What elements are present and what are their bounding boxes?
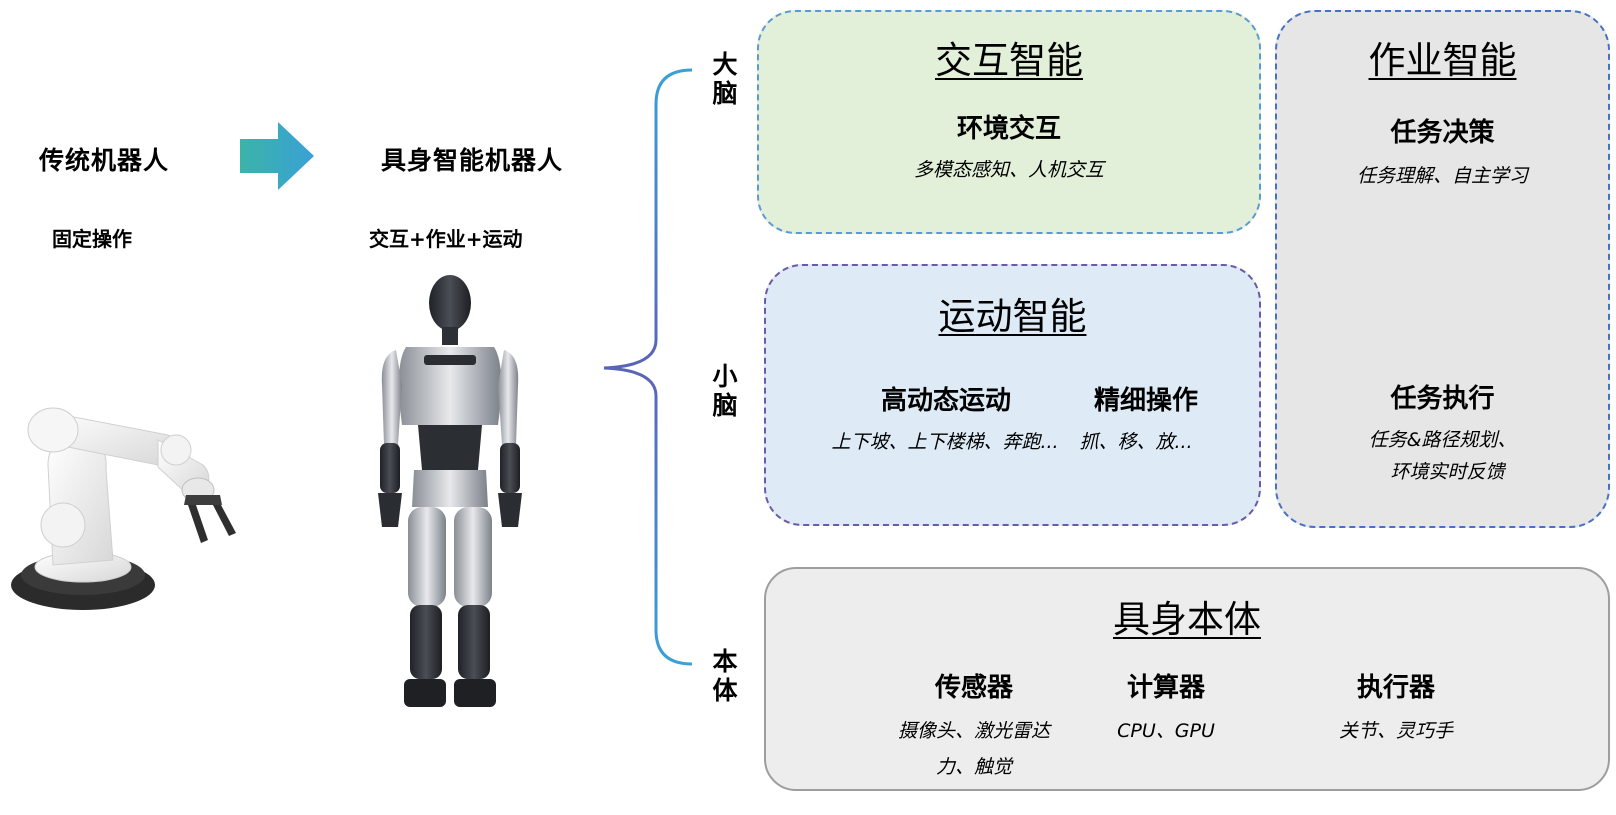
actuator-title: 执行器 xyxy=(1356,673,1435,703)
body-label: 本 体 xyxy=(712,647,738,705)
task-execution-desc-line1: 任务&路径规划、 xyxy=(1368,429,1517,451)
embodied-body-box: 具身本体 传感器 摄像头、激光雷达 力、触觉 计算器 CPU、GPU 执行器 关… xyxy=(764,567,1610,791)
interaction-intelligence-box: 交互智能 环境交互 多模态感知、人机交互 xyxy=(757,10,1261,234)
interaction-intelligence-title: 交互智能 xyxy=(935,39,1083,82)
high-dynamic-motion-title: 高动态运动 xyxy=(880,386,1011,416)
embodied-robot-title: 具身智能机器人 xyxy=(381,146,564,175)
task-execution-desc-line2: 环境实时反馈 xyxy=(1390,461,1505,483)
task-execution-desc: 任务&路径规划、 环境实时反馈 xyxy=(1277,424,1608,488)
motion-intelligence-box: 运动智能 高动态运动 上下坡、上下楼梯、奔跑... 精细操作 抓、移、放... xyxy=(764,264,1261,526)
sensor-desc: 摄像头、激光雷达 力、触觉 xyxy=(854,713,1094,785)
cerebellum-label: 小 脑 xyxy=(712,362,738,420)
task-execution-title: 任务执行 xyxy=(1390,384,1495,414)
transition-arrow-icon xyxy=(240,122,314,190)
embodied-robot-subtitle: 交互+作业+运动 xyxy=(369,227,523,251)
fine-manipulation-desc: 抓、移、放... xyxy=(1079,431,1193,453)
fine-manipulation-title: 精细操作 xyxy=(1093,386,1198,416)
embodied-body-title: 具身本体 xyxy=(1113,598,1261,641)
humanoid-robot-image xyxy=(378,275,522,707)
sensor-desc-line2: 力、触觉 xyxy=(935,756,1012,778)
environment-interaction-desc: 多模态感知、人机交互 xyxy=(913,159,1104,181)
industrial-robot-arm-image xyxy=(11,407,236,610)
environment-interaction-title: 环境交互 xyxy=(956,114,1061,144)
sensor-desc-line1: 摄像头、激光雷达 xyxy=(897,720,1050,742)
task-decision-desc: 任务理解、自主学习 xyxy=(1356,165,1528,187)
compute-desc: CPU、GPU xyxy=(1117,720,1215,742)
traditional-robot-subtitle: 固定操作 xyxy=(52,227,132,251)
task-decision-title: 任务决策 xyxy=(1390,118,1495,148)
high-dynamic-motion-desc: 上下坡、上下楼梯、奔跑... xyxy=(831,431,1059,453)
motion-intelligence-title: 运动智能 xyxy=(938,295,1087,338)
actuator-desc: 关节、灵巧手 xyxy=(1338,720,1453,742)
hierarchy-brace xyxy=(603,68,693,666)
brain-label: 大 脑 xyxy=(712,50,738,108)
operation-intelligence-title: 作业智能 xyxy=(1368,39,1517,82)
compute-title: 计算器 xyxy=(1126,673,1205,703)
operation-intelligence-box: 作业智能 任务决策 任务理解、自主学习 任务执行 任务&路径规划、 环境实时反馈 xyxy=(1275,10,1610,528)
traditional-robot-title: 传统机器人 xyxy=(39,146,170,175)
sensor-title: 传感器 xyxy=(934,673,1013,703)
